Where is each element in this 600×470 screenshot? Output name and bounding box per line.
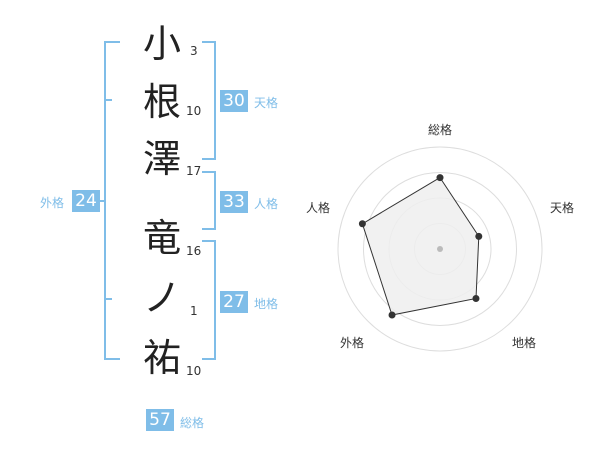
radar-ring (363, 172, 517, 326)
name-char-3: 澤 (142, 137, 181, 181)
outer-bracket-tick-lower (104, 298, 112, 300)
chikaku-bracket-spine (214, 240, 216, 360)
name-char-4: 竜 (142, 216, 181, 260)
stroke-count-2: 10 (186, 104, 202, 118)
jinkaku-bracket-spine (214, 171, 216, 230)
chikaku-bracket-bottom (202, 358, 216, 360)
soukaku-label: 総格 (180, 416, 205, 430)
stroke-count-4: 16 (186, 244, 202, 258)
stroke-count-3: 17 (186, 164, 202, 178)
radar-point-5 (358, 220, 366, 228)
chikaku-badge: 27 (220, 291, 248, 313)
radar-label-gaikaku: 外格 (340, 336, 365, 350)
radar-center (437, 246, 443, 252)
outer-bracket-top (104, 41, 120, 43)
stroke-count-6: 10 (186, 364, 202, 378)
jinkaku-bracket-top (202, 171, 216, 173)
gaikaku-label: 外格 (40, 196, 65, 210)
jinkaku-label: 人格 (254, 197, 279, 211)
chikaku-bracket-top (202, 240, 216, 242)
name-char-2: 根 (142, 80, 181, 124)
tenkaku-badge: 30 (220, 90, 248, 112)
stroke-count-5: 1 (190, 304, 198, 318)
radar-label-chikaku: 地格 (512, 336, 537, 350)
outer-bracket-tick-upper (104, 99, 112, 101)
name-char-1: 小 (142, 22, 181, 66)
radar-point-1 (436, 174, 444, 182)
radar-label-soukaku: 総格 (428, 123, 453, 137)
radar-point-4 (388, 311, 396, 319)
radar-point-3 (472, 295, 480, 303)
outer-bracket-bottom (104, 358, 120, 360)
tenkaku-bracket-bottom (202, 158, 216, 160)
stroke-count-1: 3 (190, 44, 198, 58)
outer-bracket-connector (96, 200, 106, 202)
radar-label-tenkaku: 天格 (550, 201, 575, 215)
gaikaku-badge: 24 (72, 190, 100, 212)
jinkaku-bracket-bottom (202, 228, 216, 230)
name-char-6: 祐 (142, 336, 181, 380)
chikaku-label: 地格 (254, 297, 279, 311)
soukaku-badge: 57 (146, 409, 174, 431)
radar-label-jinkaku: 人格 (306, 201, 331, 215)
jinkaku-badge: 33 (220, 191, 248, 213)
radar-polygon (361, 176, 480, 316)
name-char-5: ノ (142, 276, 181, 320)
tenkaku-bracket-top (202, 41, 216, 43)
radar-point-2 (475, 232, 483, 240)
tenkaku-label: 天格 (254, 96, 279, 110)
tenkaku-bracket-spine (214, 41, 216, 160)
